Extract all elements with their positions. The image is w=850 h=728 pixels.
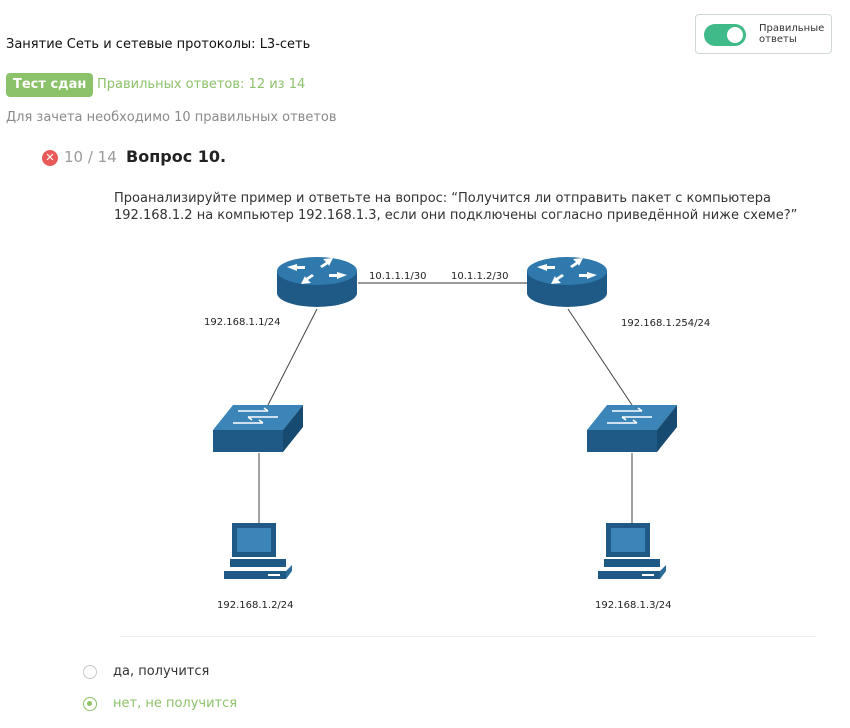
toggle-label: Правильные ответы [759,23,824,45]
x-circle-icon: ✕ [42,150,58,166]
right-router-switch-line [567,308,633,406]
switch-right-icon [587,405,677,452]
link-right-ip: 10.1.1.2/30 [451,271,508,282]
requirement-text: Для зачета необходимо 10 правильных отве… [6,110,337,125]
network-diagram: 10.1.1.1/30 10.1.1.2/30 192.168.1.1/24 1… [204,257,710,611]
answer-label: да, получится [113,664,210,679]
answer-label: нет, не получится [113,696,238,711]
router-right-ip: 192.168.1.254/24 [621,318,710,329]
router-left-ip: 192.168.1.1/24 [204,317,281,328]
score-text: Правильных ответов: 12 из 14 [97,77,306,92]
divider [120,636,816,637]
question-text: Проанализируйте пример и ответьте на воп… [114,191,798,223]
test-passed-badge: Тест сдан [6,73,94,97]
toggle-switch[interactable] [704,24,746,46]
link-left-ip: 10.1.1.1/30 [369,271,426,282]
router-right-icon [527,257,607,307]
router-left-icon [277,257,357,307]
pc-right-icon [598,523,666,579]
radio-button-selected[interactable] [83,697,97,711]
left-router-switch-line [267,308,318,406]
toggle-knob [727,27,743,43]
pc-left-ip: 192.168.1.2/24 [217,600,294,611]
radio-button[interactable] [83,665,97,679]
toggle-label-line2: ответы [759,34,797,45]
toggle-label-line1: Правильные [759,23,825,34]
lesson-title: Занятие Сеть и сетевые протоколы: L3-сет… [6,37,311,52]
question-number: 10 / 14 [64,148,117,166]
correct-answers-toggle[interactable]: Правильные ответы [695,14,832,54]
pc-left-icon [224,523,292,579]
pc-right-ip: 192.168.1.3/24 [595,600,672,611]
switch-left-icon [213,405,303,452]
question-title: Вопрос 10. [126,147,227,166]
